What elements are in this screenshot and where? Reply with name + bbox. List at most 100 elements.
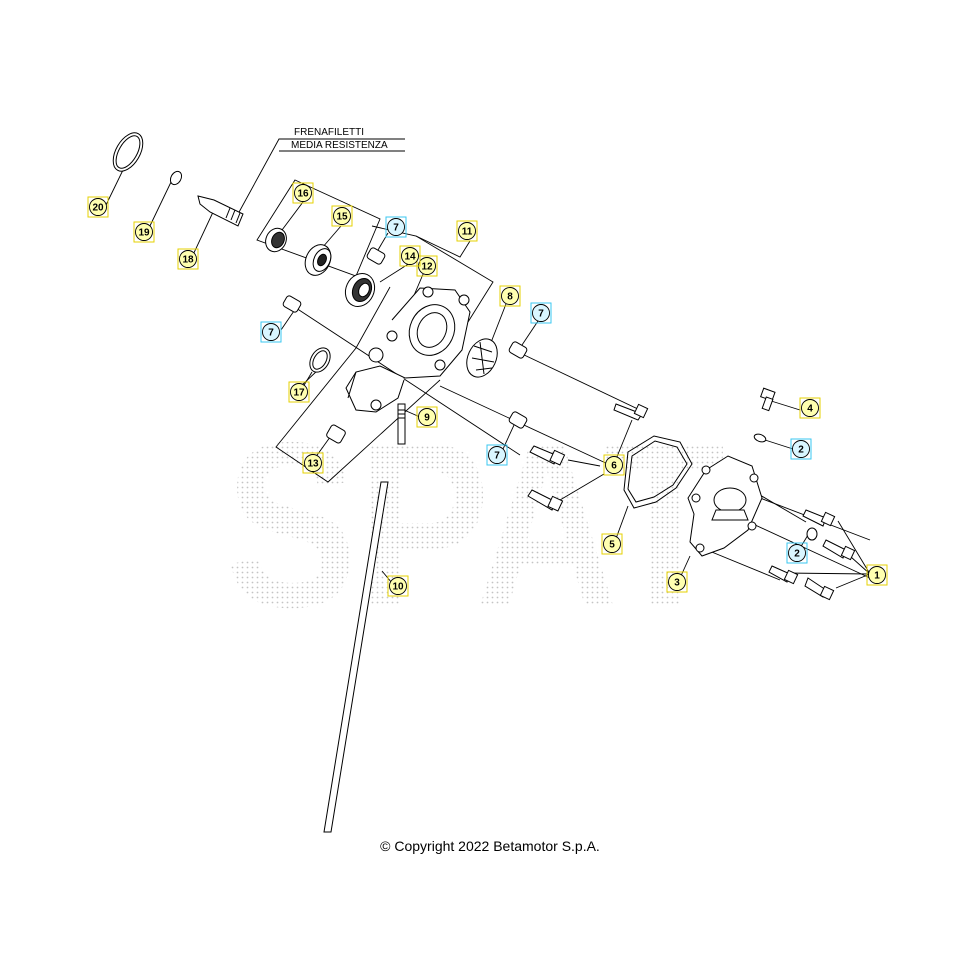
callout-c4: 4	[799, 397, 821, 419]
callout-circle	[488, 446, 506, 464]
callout-square	[786, 542, 808, 564]
oil-seal-16	[265, 227, 287, 253]
callout-label: 20	[92, 203, 104, 214]
stud-9	[397, 403, 406, 445]
callout-circle	[418, 408, 436, 426]
callout-circle	[389, 577, 407, 595]
callout-c15: 15	[331, 205, 353, 227]
callout-square	[601, 533, 623, 555]
callout-circle	[603, 535, 621, 553]
callout-square	[530, 302, 552, 324]
callout-c7b: 7	[260, 321, 282, 343]
bolt-6a	[613, 403, 649, 421]
callout-c3: 3	[666, 571, 688, 593]
callout-label: 14	[404, 252, 416, 263]
circlip-19	[169, 170, 183, 186]
callout-label: 17	[293, 388, 305, 399]
callout-c16: 16	[292, 182, 314, 204]
callout-square	[486, 444, 508, 466]
callout-circle	[868, 566, 886, 584]
callout-label: 16	[297, 189, 309, 200]
callout-square	[288, 381, 310, 403]
callout-circle	[605, 456, 623, 474]
callout-circle	[801, 399, 819, 417]
parts	[112, 132, 856, 833]
callout-circle	[788, 544, 806, 562]
callout-square	[302, 452, 324, 474]
callout-label: 7	[393, 223, 399, 234]
pump-cover-3	[687, 455, 763, 557]
impeller-shaft-18	[197, 195, 244, 227]
pump-housing-12	[345, 286, 471, 413]
callout-c9: 9	[416, 406, 438, 428]
bolt-1b	[822, 539, 856, 561]
mechanical-seal-14	[344, 272, 376, 308]
callout-square	[603, 454, 625, 476]
callout-c18: 18	[177, 248, 199, 270]
callout-square	[416, 406, 438, 428]
bearing-15	[304, 244, 332, 276]
callout-square	[331, 205, 353, 227]
impeller-8	[466, 338, 498, 378]
callout-c11: 11	[456, 220, 478, 242]
bolt-1d	[804, 577, 835, 601]
callout-label: 5	[609, 540, 615, 551]
callout-circle	[135, 223, 153, 241]
callout-label: 8	[507, 292, 513, 303]
callout-label: 10	[392, 582, 404, 593]
callout-square	[499, 285, 521, 307]
callout-square	[133, 221, 155, 243]
callout-c7d: 7	[486, 444, 508, 466]
callout-c20: 20	[87, 196, 109, 218]
callout-label: 7	[494, 451, 500, 462]
callout-c10: 10	[387, 575, 409, 597]
callout-circle	[294, 184, 312, 202]
callout-square	[866, 564, 888, 586]
gasket-5	[623, 435, 693, 509]
callout-c6: 6	[603, 454, 625, 476]
callout-circle	[262, 323, 280, 341]
callout-label: 13	[307, 459, 319, 470]
callout-circle	[668, 573, 686, 591]
callout-circle	[458, 222, 476, 240]
callout-circle	[304, 454, 322, 472]
callout-c2b: 2	[786, 542, 808, 564]
bolt-1a	[802, 509, 836, 527]
callout-square	[387, 575, 409, 597]
callout-c7a: 7	[385, 216, 407, 238]
copyright-notice: © Copyright 2022 Betamotor S.p.A.	[380, 838, 600, 854]
callout-square	[385, 216, 407, 238]
callout-square	[456, 220, 478, 242]
dowel-7a	[366, 247, 386, 265]
callout-square	[177, 248, 199, 270]
callout-circle	[89, 198, 107, 216]
note-line-1: FRENAFILETTI	[294, 127, 364, 138]
note-line-2: MEDIA RESISTENZA	[291, 140, 388, 151]
callout-square	[87, 196, 109, 218]
callout-square	[790, 438, 812, 460]
dowel-7c	[508, 341, 528, 359]
callout-circle	[333, 207, 351, 225]
callout-label: 19	[138, 228, 150, 239]
bolt-6b	[529, 445, 566, 466]
bolt-1c	[768, 565, 799, 585]
callout-label: 7	[268, 328, 274, 339]
callout-label: 9	[424, 413, 430, 424]
callout-label: 7	[538, 309, 544, 320]
callout-circle	[501, 287, 519, 305]
bolt-6c	[527, 489, 564, 512]
watermark: SPAT	[225, 393, 725, 656]
callout-label: 12	[421, 262, 433, 273]
callout-circle	[401, 247, 419, 265]
callout-c8: 8	[499, 285, 521, 307]
callout-c19: 19	[133, 221, 155, 243]
callout-label: 15	[336, 212, 348, 223]
callout-c7c: 7	[530, 302, 552, 324]
dowel-7d	[508, 411, 528, 429]
callout-label: 3	[674, 578, 680, 589]
callout-square	[260, 321, 282, 343]
callout-label: 18	[182, 255, 194, 266]
callout-circle	[792, 440, 810, 458]
